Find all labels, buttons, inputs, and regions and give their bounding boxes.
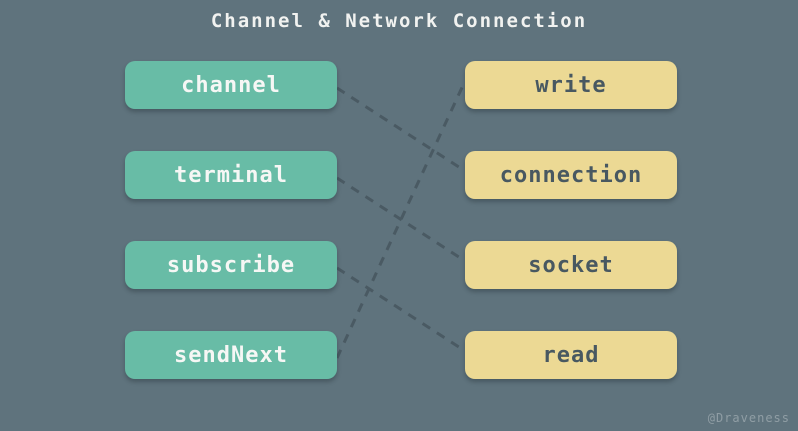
connector-terminal-socket [336,176,466,263]
node-write: write [465,61,677,109]
node-sendnext: sendNext [125,331,337,379]
node-write-label: write [535,72,607,98]
node-channel: channel [125,61,337,109]
connector-subscribe-read [336,266,466,353]
diagram-title: Channel & Network Connection [210,10,588,32]
node-socket: socket [465,241,677,289]
node-read-label: read [542,342,600,368]
node-read: read [465,331,677,379]
node-sendnext-label: sendNext [174,342,288,368]
node-connection: connection [465,151,677,199]
node-connection-label: connection [499,162,643,188]
connector-channel-connection [336,86,466,173]
node-socket-label: socket [528,252,614,278]
node-terminal-label: terminal [174,162,288,188]
node-subscribe: subscribe [125,241,337,289]
node-terminal: terminal [125,151,337,199]
watermark: @Draveness [707,411,790,425]
node-channel-label: channel [181,72,281,98]
node-subscribe-label: subscribe [166,252,296,278]
